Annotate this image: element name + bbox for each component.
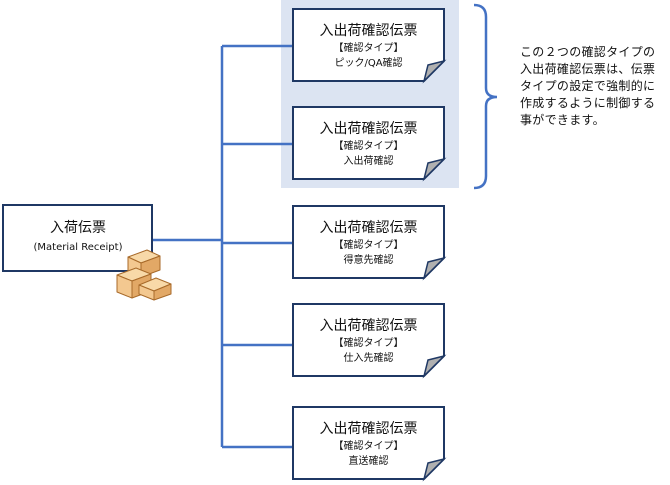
confirmation-document-node: 入出荷確認伝票【確認タイプ】仕入先確認 — [292, 303, 447, 379]
document-type-value: 直送確認 — [349, 454, 389, 467]
document-type-label: 【確認タイプ】 — [334, 238, 404, 251]
confirmation-document-node: 入出荷確認伝票【確認タイプ】ピック/QA確認 — [292, 8, 447, 84]
confirmation-document-node: 入出荷確認伝票【確認タイプ】得意先確認 — [292, 205, 447, 281]
source-document-box — [2, 204, 153, 272]
document-type-value: 仕入先確認 — [344, 351, 394, 364]
cardboard-boxes-icon — [116, 249, 172, 301]
dog-ear-fold — [422, 59, 447, 84]
dog-ear-fold — [422, 457, 447, 482]
document-title: 入出荷確認伝票 — [320, 318, 418, 334]
document-type-value: ピック/QA確認 — [334, 56, 402, 69]
source-document-title: 入荷伝票 — [50, 220, 106, 236]
source-document-node: 入荷伝票 (Material Receipt) — [2, 204, 153, 272]
document-title: 入出荷確認伝票 — [320, 23, 418, 39]
document-type-label: 【確認タイプ】 — [334, 336, 404, 349]
document-type-label: 【確認タイプ】 — [334, 439, 404, 452]
dog-ear-fold — [422, 354, 447, 379]
connector-lines — [153, 44, 292, 449]
confirmation-document-node: 入出荷確認伝票【確認タイプ】入出荷確認 — [292, 106, 447, 182]
document-type-label: 【確認タイプ】 — [334, 41, 404, 54]
confirmation-document-node: 入出荷確認伝票【確認タイプ】直送確認 — [292, 406, 447, 482]
document-type-label: 【確認タイプ】 — [334, 139, 404, 152]
document-type-value: 入出荷確認 — [344, 154, 394, 167]
note-text: この２つの確認タイプの入出荷確認伝票は、伝票タイプの設定で強制的に作成するように… — [520, 45, 656, 127]
document-title: 入出荷確認伝票 — [320, 220, 418, 236]
confirmation-documents: 入出荷確認伝票【確認タイプ】ピック/QA確認入出荷確認伝票【確認タイプ】入出荷確… — [292, 8, 447, 482]
grouping-brace — [473, 3, 498, 190]
source-document-subtitle: (Material Receipt) — [34, 242, 123, 253]
document-title: 入出荷確認伝票 — [320, 121, 418, 137]
document-title: 入出荷確認伝票 — [320, 421, 418, 437]
document-type-value: 得意先確認 — [344, 253, 394, 266]
dog-ear-fold — [422, 256, 447, 281]
dog-ear-fold — [422, 157, 447, 182]
